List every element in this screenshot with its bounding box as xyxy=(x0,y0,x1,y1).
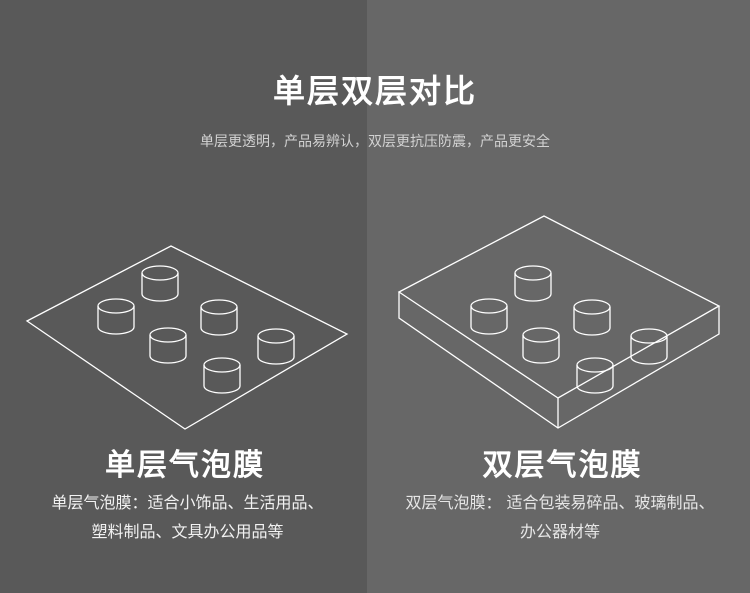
bubble xyxy=(203,357,241,394)
double-layer-box xyxy=(397,215,721,429)
left-panel xyxy=(0,0,367,593)
double-layer-desc-line: 办公器材等 xyxy=(519,522,600,541)
bubble xyxy=(514,265,552,302)
double-layer-bubbles xyxy=(470,265,668,394)
bubble xyxy=(200,299,238,336)
bubble xyxy=(573,299,611,336)
single-layer-description: 单层气泡膜：适合小饰品、生活用品、 塑料制品、文具办公用品等 xyxy=(10,488,365,546)
bubble xyxy=(97,298,135,335)
bubble xyxy=(257,328,295,365)
bubble xyxy=(576,357,614,394)
single-layer-desc-line: 塑料制品、文具办公用品等 xyxy=(91,522,284,541)
page-title: 单层双层对比 xyxy=(272,72,477,110)
right-panel xyxy=(367,0,750,593)
single-layer-bubbles xyxy=(97,265,295,394)
bubble xyxy=(470,298,508,335)
bubble xyxy=(522,327,560,364)
double-layer-description: 双层气泡膜： 适合包装易碎品、玻璃制品、 办公器材等 xyxy=(375,488,745,546)
bubble xyxy=(141,265,179,302)
page-subtitle: 单层更透明，产品易辨认，双层更抗压防震，产品更安全 xyxy=(200,134,550,150)
bubble xyxy=(149,327,187,364)
bubble xyxy=(630,328,668,365)
single-layer-title: 单层气泡膜 xyxy=(105,448,265,483)
double-layer-title: 双层气泡膜 xyxy=(482,448,643,483)
double-layer-desc-line: 双层气泡膜： 适合包装易碎品、玻璃制品、 xyxy=(405,493,715,512)
single-layer-desc-line: 单层气泡膜：适合小饰品、生活用品、 xyxy=(51,493,324,512)
single-layer-sheet xyxy=(25,245,349,430)
